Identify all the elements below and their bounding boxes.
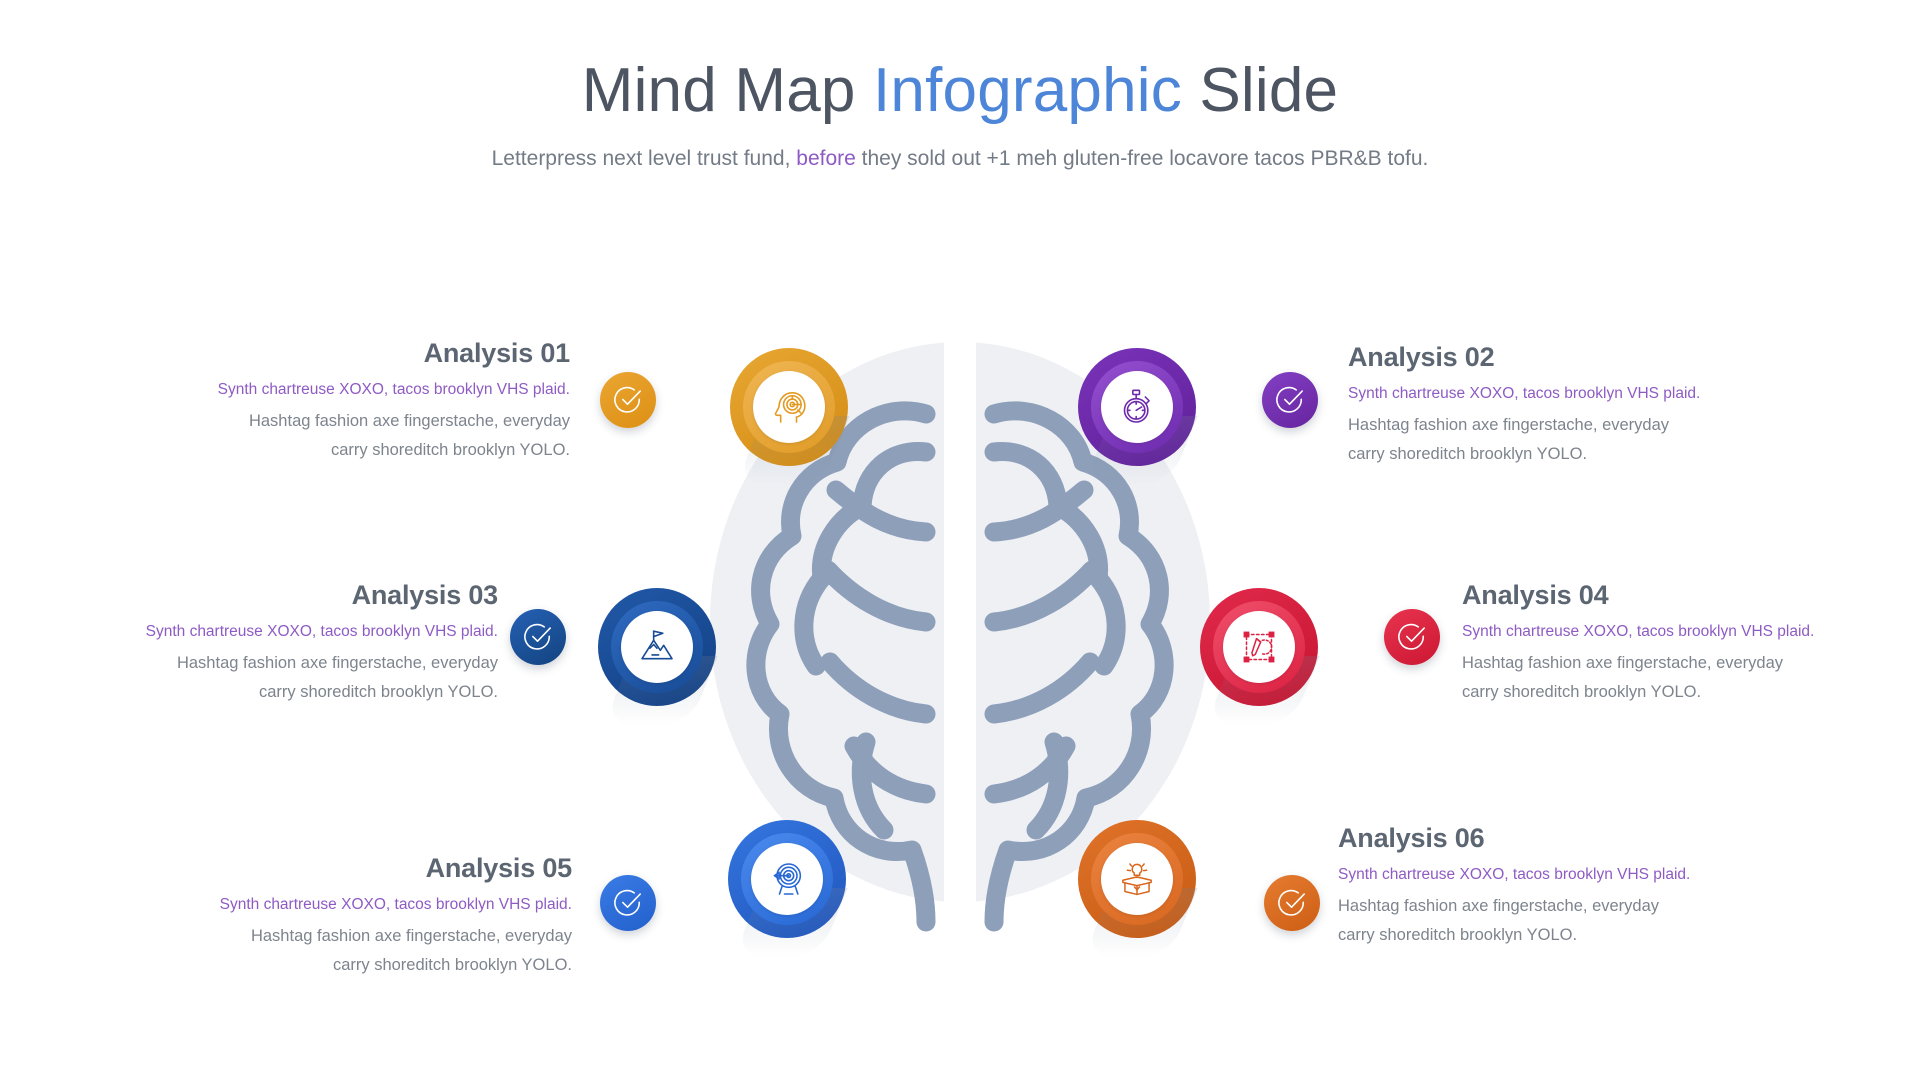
body-line2-analysis-01: carry shoreditch brooklyn YOLO. [330,441,570,460]
page-title: Mind Map Infographic Slide [0,56,1920,125]
icon-disc-analysis-03 [621,611,693,683]
body-line1-analysis-06: Hashtag fashion axe fingerstache, everyd… [1338,897,1660,916]
check-circle-icon [524,623,551,650]
page-subtitle-part3: they sold out +1 meh gluten-free locavor… [855,146,1429,170]
badge-analysis-06[interactable] [1264,875,1320,931]
icon-disc-analysis-01 [753,371,825,443]
icon-disc-analysis-06 [1101,843,1173,915]
body-line1-analysis-05: Hashtag fashion axe fingerstache, everyd… [250,927,572,946]
heading-analysis-02: Analysis 02 [1348,342,1495,372]
icon-disc-analysis-05 [751,843,823,915]
lead-analysis-05: Synth chartreuse XOXO, tacos brooklyn VH… [219,896,572,913]
body-line1-analysis-04: Hashtag fashion axe fingerstache, everyd… [1462,654,1784,673]
badge-analysis-02[interactable] [1262,372,1318,428]
icon-disc-analysis-04 [1223,611,1295,683]
page-subtitle: Letterpress next level trust fund, befor… [0,147,1920,171]
heading-analysis-01: Analysis 01 [423,338,571,368]
icon-ring-analysis-04[interactable] [1200,588,1318,706]
page-title-accent: Infographic [872,56,1182,125]
icon-ring-analysis-02[interactable] [1078,348,1196,466]
check-circle-icon [1276,386,1303,413]
lightbulb-box-icon [1122,863,1152,896]
lead-analysis-02: Synth chartreuse XOXO, tacos brooklyn VH… [1348,385,1701,402]
check-circle-icon [614,889,641,916]
head-maze-icon [774,392,806,423]
icon-ring-analysis-05[interactable] [728,820,846,938]
lead-analysis-06: Synth chartreuse XOXO, tacos brooklyn VH… [1338,866,1691,883]
page-subtitle-highlight: before [796,146,856,170]
text-analysis-02: Analysis 02 Synth chartreuse XOXO, tacos… [1348,344,1748,470]
body-line2-analysis-04: carry shoreditch brooklyn YOLO. [1462,683,1702,702]
check-circle-icon [614,386,641,413]
page-subtitle-part1: Letterpress next level trust fund, [491,146,797,170]
icon-ring-analysis-03[interactable] [598,588,716,706]
heading-analysis-03: Analysis 03 [351,580,499,610]
body-line2-analysis-03: carry shoreditch brooklyn YOLO. [258,683,498,702]
slide-header: Mind Map Infographic Slide Letterpress n… [0,56,1920,171]
lead-analysis-01: Synth chartreuse XOXO, tacos brooklyn VH… [217,381,570,398]
badge-analysis-03[interactable] [510,609,566,665]
check-circle-icon [1278,889,1305,916]
icon-disc-analysis-02 [1101,371,1173,443]
lead-analysis-04: Synth chartreuse XOXO, tacos brooklyn VH… [1462,623,1815,640]
badge-analysis-04[interactable] [1384,609,1440,665]
text-analysis-03: Analysis 03 Synth chartreuse XOXO, tacos… [98,580,499,708]
text-analysis-05: Analysis 05 Synth chartreuse XOXO, tacos… [172,853,573,981]
target-arrow-icon [773,863,802,895]
text-analysis-04: Analysis 04 Synth chartreuse XOXO, tacos… [1462,582,1862,708]
page-title-part1: Mind Map [581,56,873,125]
body-line1-analysis-02: Hashtag fashion axe fingerstache, everyd… [1348,416,1670,435]
badge-analysis-01[interactable] [600,372,656,428]
badge-analysis-05[interactable] [600,875,656,931]
heading-analysis-06: Analysis 06 [1338,823,1485,853]
text-analysis-01: Analysis 01 Synth chartreuse XOXO, tacos… [170,338,571,466]
body-line1-analysis-03: Hashtag fashion axe fingerstache, everyd… [176,654,498,673]
icon-ring-analysis-01[interactable] [730,348,848,466]
body-line2-analysis-06: carry shoreditch brooklyn YOLO. [1338,926,1578,945]
icon-ring-analysis-06[interactable] [1078,820,1196,938]
body-line2-analysis-02: carry shoreditch brooklyn YOLO. [1348,445,1588,464]
body-line1-analysis-01: Hashtag fashion axe fingerstache, everyd… [248,412,570,431]
page-title-part3: Slide [1181,56,1339,125]
stopwatch-icon [1123,389,1150,423]
body-line2-analysis-05: carry shoreditch brooklyn YOLO. [332,956,572,975]
heading-analysis-04: Analysis 04 [1462,580,1609,610]
text-analysis-06: Analysis 06 Synth chartreuse XOXO, tacos… [1338,825,1738,951]
check-circle-icon [1398,623,1425,650]
mountain-flag-icon [641,630,673,660]
design-pencil-gear-icon [1243,631,1275,663]
heading-analysis-05: Analysis 05 [425,853,573,883]
lead-analysis-03: Synth chartreuse XOXO, tacos brooklyn VH… [145,623,498,640]
